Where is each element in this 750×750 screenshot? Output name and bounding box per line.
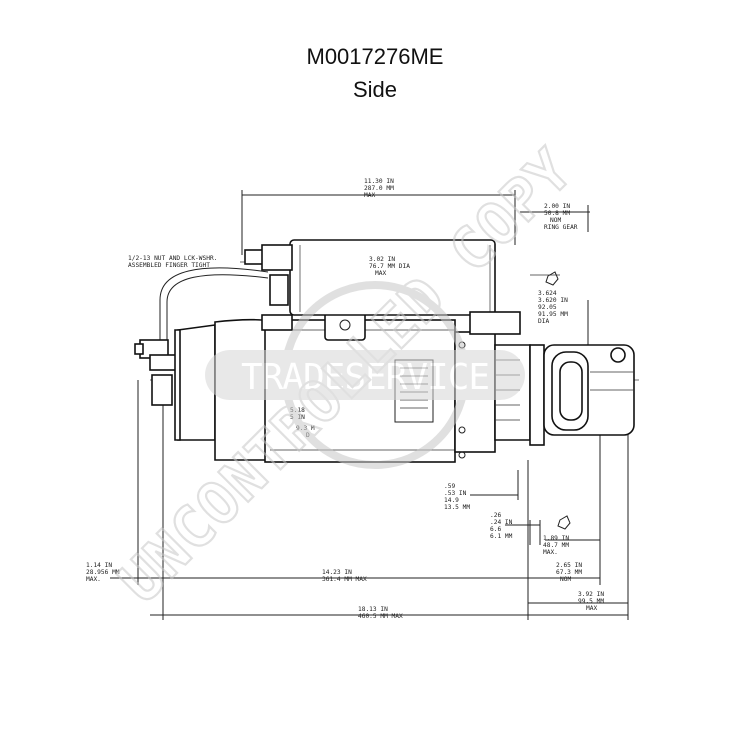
dim-pinion-gap-4: 6.1 MM — [490, 533, 513, 540]
dim-motor-len-in: 14.23 IN — [322, 569, 352, 576]
dim-ring-gear-in: 2.00 IN — [544, 203, 570, 210]
dim-flange-thk-4: 13.5 MM — [444, 504, 470, 511]
dimension-labels: 11.30 IN 287.0 MM MAX 2.00 IN 50.8 MM NO… — [86, 178, 604, 620]
dim-ring-gear-label: RING GEAR — [544, 224, 578, 231]
dim-pinion-len-mm: 48.7 MM — [543, 542, 569, 549]
dim-left-offset-in: 1.14 IN — [86, 562, 112, 569]
datum-symbol-icon — [557, 515, 571, 530]
dim-left-offset-max: MAX. — [86, 576, 101, 583]
dim-solenoid-dia-max: MAX — [375, 270, 386, 277]
watermark-logo: TRADESERVICE — [241, 357, 489, 398]
dim-motor-dia-1: 5.18 — [290, 407, 305, 414]
datum-symbol-icon — [545, 271, 559, 286]
dim-flange-dia-5: DIA — [538, 318, 549, 325]
dim-nose-len-in: 2.65 IN — [556, 562, 582, 569]
dim-ring-gear-mm: 50.8 MM — [544, 210, 570, 217]
note-nut-line2: ASSEMBLED FINGER TIGHT — [128, 262, 210, 269]
dim-overall-len-mm: 460.5 MM MAX — [358, 613, 403, 620]
dim-top-overall-mm: 287.0 MM — [364, 185, 394, 192]
dim-nose-len-nom: NOM — [560, 576, 571, 583]
dim-nose-max-in: 3.92 IN — [578, 591, 604, 598]
dim-pinion-gap-2: .24 IN — [490, 519, 513, 526]
dim-top-overall-max: MAX — [364, 192, 375, 199]
dim-flange-dia-1: 3.624 — [538, 290, 557, 297]
dim-overall-len-in: 18.13 IN — [358, 606, 388, 613]
dim-pinion-len-in: 1.89 IN — [543, 535, 569, 542]
dim-ring-gear-nom: NOM — [550, 217, 561, 224]
dim-left-offset-mm: 28.956 MM — [86, 569, 120, 576]
dim-flange-dia-2: 3.620 IN — [538, 297, 568, 304]
dim-flange-thk-3: 14.9 — [444, 497, 459, 504]
dim-solenoid-dia-mm: 76.7 MM DIA — [369, 263, 410, 270]
dim-flange-thk-1: .59 — [444, 483, 455, 490]
dim-flange-dia-3: 92.05 — [538, 304, 557, 311]
view-subtitle: Side — [352, 77, 398, 102]
dim-pinion-gap-3: 6.6 — [490, 526, 501, 533]
dim-pinion-gap-1: .26 — [490, 512, 501, 519]
dim-pinion-len-max: MAX. — [543, 549, 558, 556]
dim-nose-len-mm: 67.3 MM — [556, 569, 582, 576]
dim-flange-dia-4: 91.95 MM — [538, 311, 568, 318]
dim-nose-max-mm: 99.5 MM — [578, 598, 604, 605]
dim-flange-thk-2: .53 IN — [444, 490, 467, 497]
dim-solenoid-dia-in: 3.02 IN — [369, 256, 395, 263]
page-title: M0017276ME — [306, 44, 444, 69]
dim-motor-len-mm: 361.4 MM MAX — [322, 576, 367, 583]
dim-top-overall-in: 11.30 IN — [364, 178, 394, 185]
dim-nose-max-max: MAX — [586, 605, 597, 612]
note-nut-line1: 1/2-13 NUT AND LCK-WSHR. — [128, 255, 217, 262]
